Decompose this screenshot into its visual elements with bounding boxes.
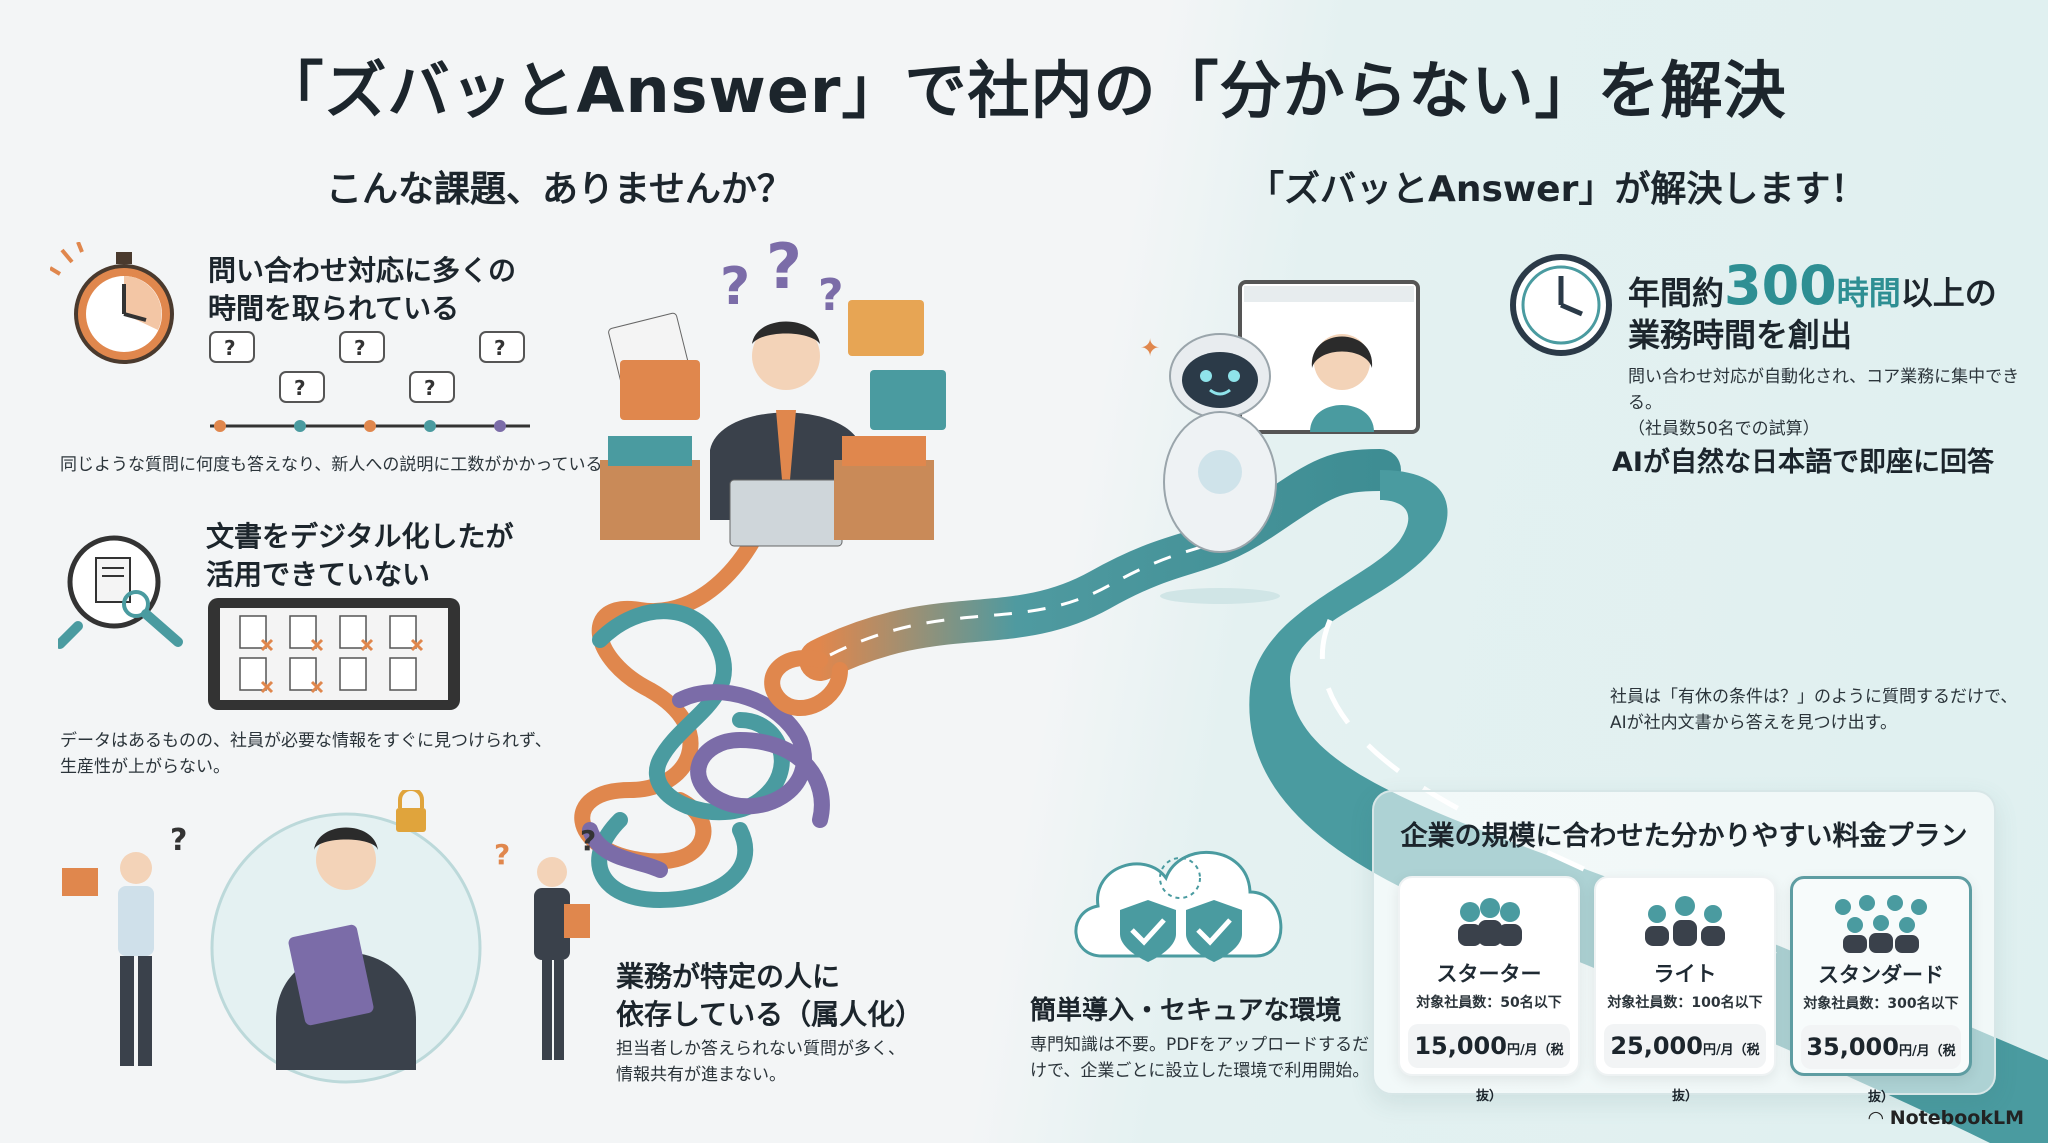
plan-name: スターター bbox=[1436, 962, 1542, 986]
problem3-desc-line1: 担当者しか答えられない質問が多く、 bbox=[616, 1039, 905, 1059]
benefit1-post: 以上の bbox=[1900, 274, 1997, 312]
problem3-desc: 担当者しか答えられない質問が多く、 情報共有が進まない。 bbox=[616, 1036, 905, 1088]
right-heading: 「ズバッとAnswer」が解決します！ bbox=[1248, 169, 1867, 210]
benefit1-line2: 業務時間を創出 bbox=[1628, 316, 1853, 354]
problem1-title-line1: 問い合わせ対応に多くの bbox=[208, 254, 517, 287]
svg-text:?: ? bbox=[720, 257, 750, 317]
benefit3-title: 簡単導入・セキュアな環境 bbox=[1030, 996, 1342, 1026]
tablet-documents-illustration bbox=[208, 598, 460, 710]
plan-name: スタンダード bbox=[1818, 963, 1944, 987]
problem3-desc-line2: 情報共有が進まない。 bbox=[616, 1065, 786, 1085]
plan-unit: 円/月（税抜） bbox=[1867, 1044, 1956, 1105]
benefit2-desc-line1: 社員は「有休の条件は？」のように質問するだけで、 bbox=[1610, 687, 2018, 707]
svg-text:?: ? bbox=[494, 838, 510, 871]
lock-icon bbox=[394, 796, 430, 836]
plan-price: 15,000 bbox=[1414, 1032, 1507, 1060]
people-small-icon bbox=[1400, 892, 1578, 954]
benefit2-desc-line2: AIが社内文書から答えを見つけ出す。 bbox=[1610, 713, 1897, 733]
svg-text:?: ? bbox=[170, 823, 187, 858]
problem3-title-line2: 依存している（属人化） bbox=[616, 998, 924, 1031]
pricing-title: 企業の規模に合わせた分かりやすい料金プラン bbox=[1400, 821, 1968, 852]
benefit1-unit: 時間 bbox=[1836, 274, 1901, 312]
people-medium-icon bbox=[1596, 892, 1774, 954]
plan-target: 対象社員数：300名以下 bbox=[1803, 996, 1959, 1012]
stopwatch-icon bbox=[50, 242, 174, 364]
benefit1-desc: 問い合わせ対応が自動化され、コア業務に集中できる。 （社員数50名での試算） bbox=[1628, 364, 2048, 442]
people-large-icon bbox=[1793, 893, 1969, 959]
plan-card-lite: ライト 対象社員数：100名以下 25,000円/月（税抜） bbox=[1594, 876, 1776, 1104]
benefit1-desc-line2: （社員数50名での試算） bbox=[1628, 419, 1820, 439]
plan-unit: 円/月（税抜） bbox=[1671, 1043, 1760, 1104]
plan-unit: 円/月（税抜） bbox=[1475, 1043, 1564, 1104]
plan-card-starter: スターター 対象社員数：50名以下 15,000円/月（税抜） bbox=[1398, 876, 1580, 1104]
svg-text:?: ? bbox=[766, 240, 802, 303]
plan-price: 35,000 bbox=[1806, 1033, 1899, 1061]
robot-icon: ✦ bbox=[1140, 280, 1420, 604]
plan-card-standard: スタンダード 対象社員数：300名以下 35,000円/月（税抜） bbox=[1790, 876, 1972, 1105]
svg-text:?: ? bbox=[354, 336, 366, 360]
clock-icon bbox=[1510, 254, 1612, 356]
plan-price-box: 25,000円/月（税抜） bbox=[1604, 1024, 1766, 1104]
svg-text:?: ? bbox=[224, 336, 236, 360]
problem2-title-line1: 文書をデジタル化したが bbox=[206, 520, 514, 553]
plan-price-box: 15,000円/月（税抜） bbox=[1408, 1024, 1570, 1104]
question-cycle-illustration: ????? bbox=[209, 331, 530, 432]
svg-text:✦: ✦ bbox=[1140, 334, 1160, 362]
svg-text:?: ? bbox=[818, 270, 844, 321]
problem2-title-line2: 活用できていない bbox=[206, 558, 431, 591]
plan-price-box: 35,000円/月（税抜） bbox=[1801, 1025, 1961, 1105]
page-title: 「ズバッとAnswer」で社内の「分からない」を解決 bbox=[261, 54, 1787, 127]
problem1-title-line2: 時間を取られている bbox=[208, 292, 460, 325]
benefit1-number: 300 bbox=[1724, 254, 1837, 317]
plan-target: 対象社員数：50名以下 bbox=[1416, 995, 1562, 1011]
benefit2-title: AIが自然な日本語で即座に回答 bbox=[1612, 447, 1994, 478]
benefit1-title: 年間約300時間以上の bbox=[1628, 254, 1997, 317]
knowledge-silo-illustration: ? ? ? bbox=[62, 790, 596, 1084]
problem3-title-line1: 業務が特定の人に bbox=[616, 960, 841, 993]
brand-watermark: ◠ NotebookLM bbox=[1868, 1107, 2024, 1129]
problem1-title: 問い合わせ対応に多くの 時間を取られている bbox=[208, 252, 516, 328]
benefit3-desc-line1: 専門知識は不要。PDFをアップロードするだ bbox=[1030, 1035, 1370, 1055]
plan-price: 25,000 bbox=[1610, 1032, 1703, 1060]
pricing-panel: 企業の規模に合わせた分かりやすい料金プラン スターター 対象社員数：50名以下 … bbox=[1372, 790, 1996, 1105]
benefit1-pre: 年間約 bbox=[1628, 274, 1725, 312]
benefit1-desc-line1: 問い合わせ対応が自動化され、コア業務に集中できる。 bbox=[1628, 367, 2020, 413]
brand-label: NotebookLM bbox=[1889, 1107, 2024, 1129]
notebooklm-logo-icon: ◠ bbox=[1868, 1107, 1884, 1129]
left-heading: こんな課題、ありませんか？ bbox=[326, 169, 793, 210]
benefit3-desc-line2: けで、企業ごとに設立した環境で利用開始。 bbox=[1030, 1061, 1370, 1081]
magnifier-document-icon bbox=[58, 535, 183, 649]
problem2-desc: データはあるものの、社員が必要な情報をすぐに見つけられず、 生産性が上がらない。 bbox=[60, 728, 552, 780]
problem2-title: 文書をデジタル化したが 活用できていない bbox=[206, 518, 513, 594]
problem1-desc: 同じような質問に何度も答えなり、新人への説明に工数がかかっている。 bbox=[60, 455, 620, 475]
cloud-shield-icon bbox=[1074, 850, 1283, 962]
benefit3-desc: 専門知識は不要。PDFをアップロードするだ けで、企業ごとに設立した環境で利用開… bbox=[1030, 1032, 1369, 1084]
problem3-title: 業務が特定の人に 依存している（属人化） bbox=[616, 958, 923, 1034]
svg-text:?: ? bbox=[580, 824, 596, 857]
benefit2-desc: 社員は「有休の条件は？」のように質問するだけで、 AIが社内文書から答えを見つけ… bbox=[1610, 684, 2017, 736]
svg-text:?: ? bbox=[494, 336, 506, 360]
overwhelmed-worker-illustration: ? ? ? bbox=[600, 240, 946, 547]
problem2-desc-line2: 生産性が上がらない。 bbox=[60, 757, 230, 777]
problem2-desc-line1: データはあるものの、社員が必要な情報をすぐに見つけられず、 bbox=[60, 731, 552, 751]
plan-name: ライト bbox=[1653, 962, 1717, 986]
svg-text:?: ? bbox=[424, 376, 436, 400]
svg-text:?: ? bbox=[294, 376, 306, 400]
plan-target: 対象社員数：100名以下 bbox=[1607, 995, 1763, 1011]
